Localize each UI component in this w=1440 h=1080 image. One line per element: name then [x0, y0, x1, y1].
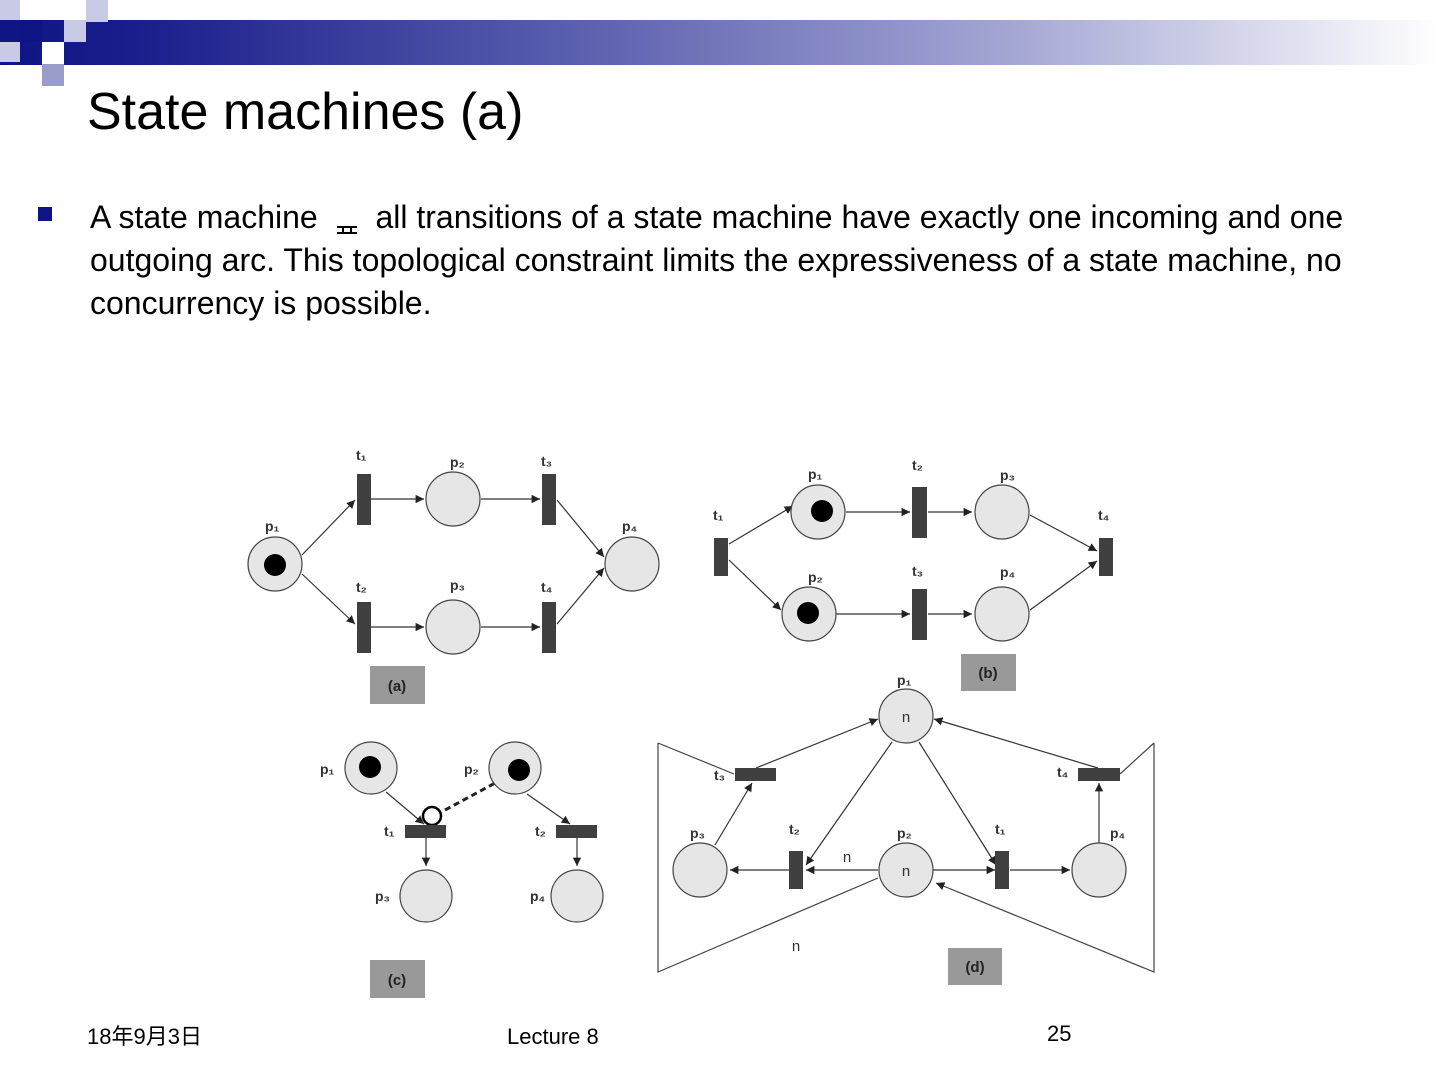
label-b-p2: p₂	[808, 569, 823, 585]
transition-c-t1	[405, 825, 446, 838]
caption-b: (b)	[978, 665, 997, 682]
tokens-d-p1: n	[902, 709, 910, 726]
place-a-p2	[425, 471, 481, 527]
bullet-text-start: A state machine	[90, 199, 318, 235]
token-a-p1	[264, 554, 286, 576]
label-c-p2: p₂	[464, 761, 479, 777]
transition-c-t2	[556, 825, 597, 838]
label-b-t2: t₂	[912, 457, 923, 473]
iff-symbol-icon	[333, 206, 361, 234]
label-a-t4: t₄	[541, 579, 552, 595]
place-d-p4	[1071, 842, 1127, 898]
deco-square	[0, 0, 20, 20]
label-c-p4: p₄	[530, 888, 545, 904]
transition-d-t2	[789, 851, 803, 889]
slide-title: State machines (a)	[87, 83, 524, 141]
net-d: n n n n p₁ p₂ p₃ p₄ t₃ t₄ t₂ t₁ (d)	[657, 672, 1155, 985]
header-decoration	[0, 0, 120, 90]
bullet-text-rest: all transitions of a state machine have …	[90, 199, 1344, 321]
transition-d-t1	[995, 851, 1009, 889]
label-a-t1: t₁	[356, 447, 367, 463]
transition-a-t2	[357, 602, 371, 653]
label-d-p1: p₁	[897, 672, 912, 688]
label-c-t2: t₂	[535, 823, 546, 839]
net-b: p₁ p₂ p₃ p₄ t₁ t₂ t₃ t₄ (b)	[713, 457, 1113, 691]
token-c-p2	[508, 759, 530, 781]
deco-square	[64, 20, 86, 42]
place-d-p1	[878, 688, 934, 744]
label-b-t3: t₃	[912, 563, 923, 579]
transition-b-t1	[714, 538, 728, 576]
transition-b-t2	[912, 487, 927, 538]
place-a-p4	[604, 536, 660, 592]
weight-d-bottom: n	[792, 938, 800, 955]
tokens-d-p2: n	[902, 863, 910, 880]
transition-d-t3	[735, 768, 776, 781]
caption-b-box	[961, 654, 1016, 691]
place-a-p3	[425, 599, 481, 655]
weight-d-p2-t2: n	[843, 849, 851, 866]
deco-square	[42, 64, 64, 86]
caption-d-box	[948, 948, 1002, 985]
label-c-t1: t₁	[384, 823, 395, 839]
transition-a-t4	[542, 602, 556, 653]
token-c-p1	[359, 756, 381, 778]
place-d-p3	[672, 842, 728, 898]
place-c-p4	[550, 869, 604, 923]
label-a-t3: t₃	[541, 453, 552, 469]
label-d-t2: t₂	[789, 821, 800, 837]
label-b-p4: p₄	[1000, 564, 1015, 580]
transition-a-t1	[357, 474, 371, 525]
label-d-t4: t₄	[1057, 764, 1068, 780]
bullet-marker	[38, 207, 52, 221]
label-d-t3: t₃	[714, 767, 725, 783]
transition-b-t3	[912, 589, 927, 640]
label-d-p2: p₂	[897, 825, 912, 841]
footer-date: 18年9月3日	[87, 1024, 202, 1049]
header-gradient-bar	[0, 20, 1440, 65]
caption-d: (d)	[965, 959, 984, 976]
label-d-t1: t₁	[995, 821, 1006, 837]
net-c: p₁ p₂ p₃ p₄ t₁ t₂ (c)	[320, 741, 604, 998]
net-a: p₁ p₂ p₃ p₄ t₁ t₂ t₃ t₄ (a)	[247, 447, 660, 704]
inhibitor-circle-icon	[421, 805, 443, 827]
inhibitor-arc	[444, 780, 498, 812]
petri-net-diagrams: p₁ p₂ p₃ p₄ t₁ t₂ t₃ t₄ (a) p₁ p₂ p₃ p₄	[247, 447, 1155, 998]
caption-c: (c)	[388, 972, 406, 989]
caption-a: (a)	[388, 678, 406, 695]
label-c-p3: p₃	[375, 888, 390, 904]
label-b-p1: p₁	[808, 466, 823, 482]
label-a-p3: p₃	[450, 577, 465, 593]
deco-square	[0, 42, 20, 62]
label-b-t4: t₄	[1098, 507, 1109, 523]
footer-page-number: 25	[1047, 1021, 1072, 1046]
footer-lecture: Lecture 8	[507, 1024, 599, 1049]
deco-square	[42, 42, 64, 64]
transition-b-t4	[1099, 538, 1113, 576]
label-a-p2: p₂	[450, 454, 465, 470]
label-d-p3: p₃	[690, 825, 705, 841]
label-a-t2: t₂	[356, 579, 367, 595]
label-c-p1: p₁	[320, 761, 335, 777]
transition-d-t4	[1078, 768, 1120, 781]
token-b-p1	[811, 500, 833, 522]
caption-c-box	[370, 960, 425, 998]
place-b-p4	[974, 586, 1030, 642]
place-d-p2	[878, 842, 934, 898]
place-c-p3	[399, 869, 453, 923]
deco-square	[86, 0, 108, 22]
label-b-t1: t₁	[713, 507, 724, 523]
label-a-p4: p₄	[622, 518, 637, 534]
label-b-p3: p₃	[1000, 467, 1015, 483]
place-b-p3	[974, 484, 1030, 540]
token-b-p2	[797, 602, 819, 624]
deco-square	[20, 20, 42, 42]
transition-a-t3	[542, 474, 556, 525]
caption-a-box	[370, 666, 425, 704]
label-a-p1: p₁	[265, 518, 280, 534]
bullet-paragraph: A state machine all transitions of a sta…	[90, 196, 1380, 325]
label-d-p4: p₄	[1110, 825, 1125, 841]
